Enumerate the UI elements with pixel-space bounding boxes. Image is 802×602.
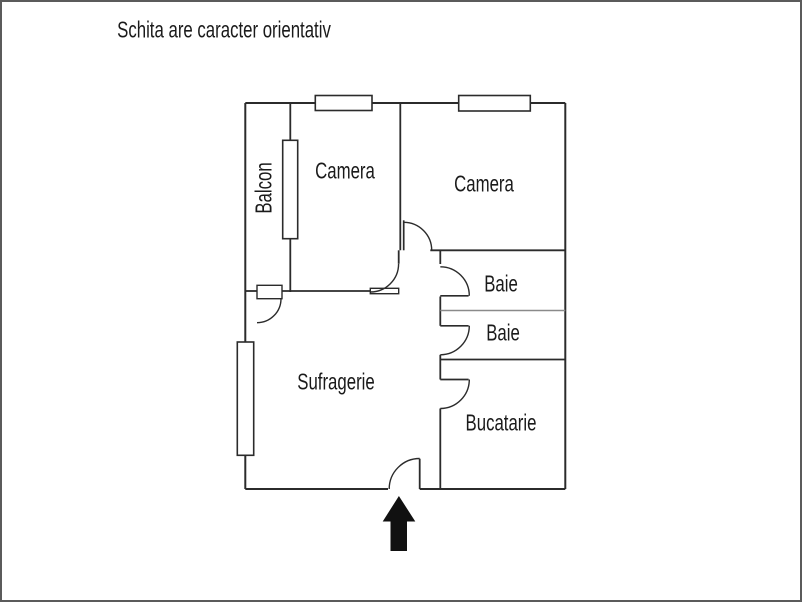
entrance-arrow-icon [382, 496, 416, 551]
window-symbol-balcon [281, 139, 299, 240]
door-arc-balcon [256, 298, 282, 324]
room-label-sufragerie: Sufragerie [297, 368, 375, 395]
door-leaf-balcon [256, 284, 283, 300]
door-arc-entrance [388, 457, 420, 490]
window-symbol-camera2 [457, 94, 532, 112]
windows-group [236, 94, 532, 457]
page-title: Schita are caracter orientativ [117, 16, 331, 43]
window-symbol-sufragerie [236, 341, 255, 457]
room-label-baie-2: Baie [486, 319, 520, 346]
walls-group [244, 102, 567, 490]
doors-group [256, 220, 470, 490]
door-arc-camera2 [403, 221, 433, 251]
door-arc-hall [370, 263, 400, 293]
room-label-balcon: Balcon [250, 162, 277, 214]
door-arc-baie1 [440, 266, 470, 296]
room-label-camera-1: Camera [315, 157, 375, 184]
room-label-baie-1: Baie [484, 270, 518, 297]
room-label-bucatarie: Bucatarie [465, 409, 537, 436]
door-arc-bucatarie [440, 379, 470, 410]
door-arc-baie2 [440, 325, 470, 356]
room-label-camera-2: Camera [454, 170, 514, 197]
window-symbol-camera1 [314, 94, 373, 112]
door-leaf-hall [369, 287, 400, 295]
